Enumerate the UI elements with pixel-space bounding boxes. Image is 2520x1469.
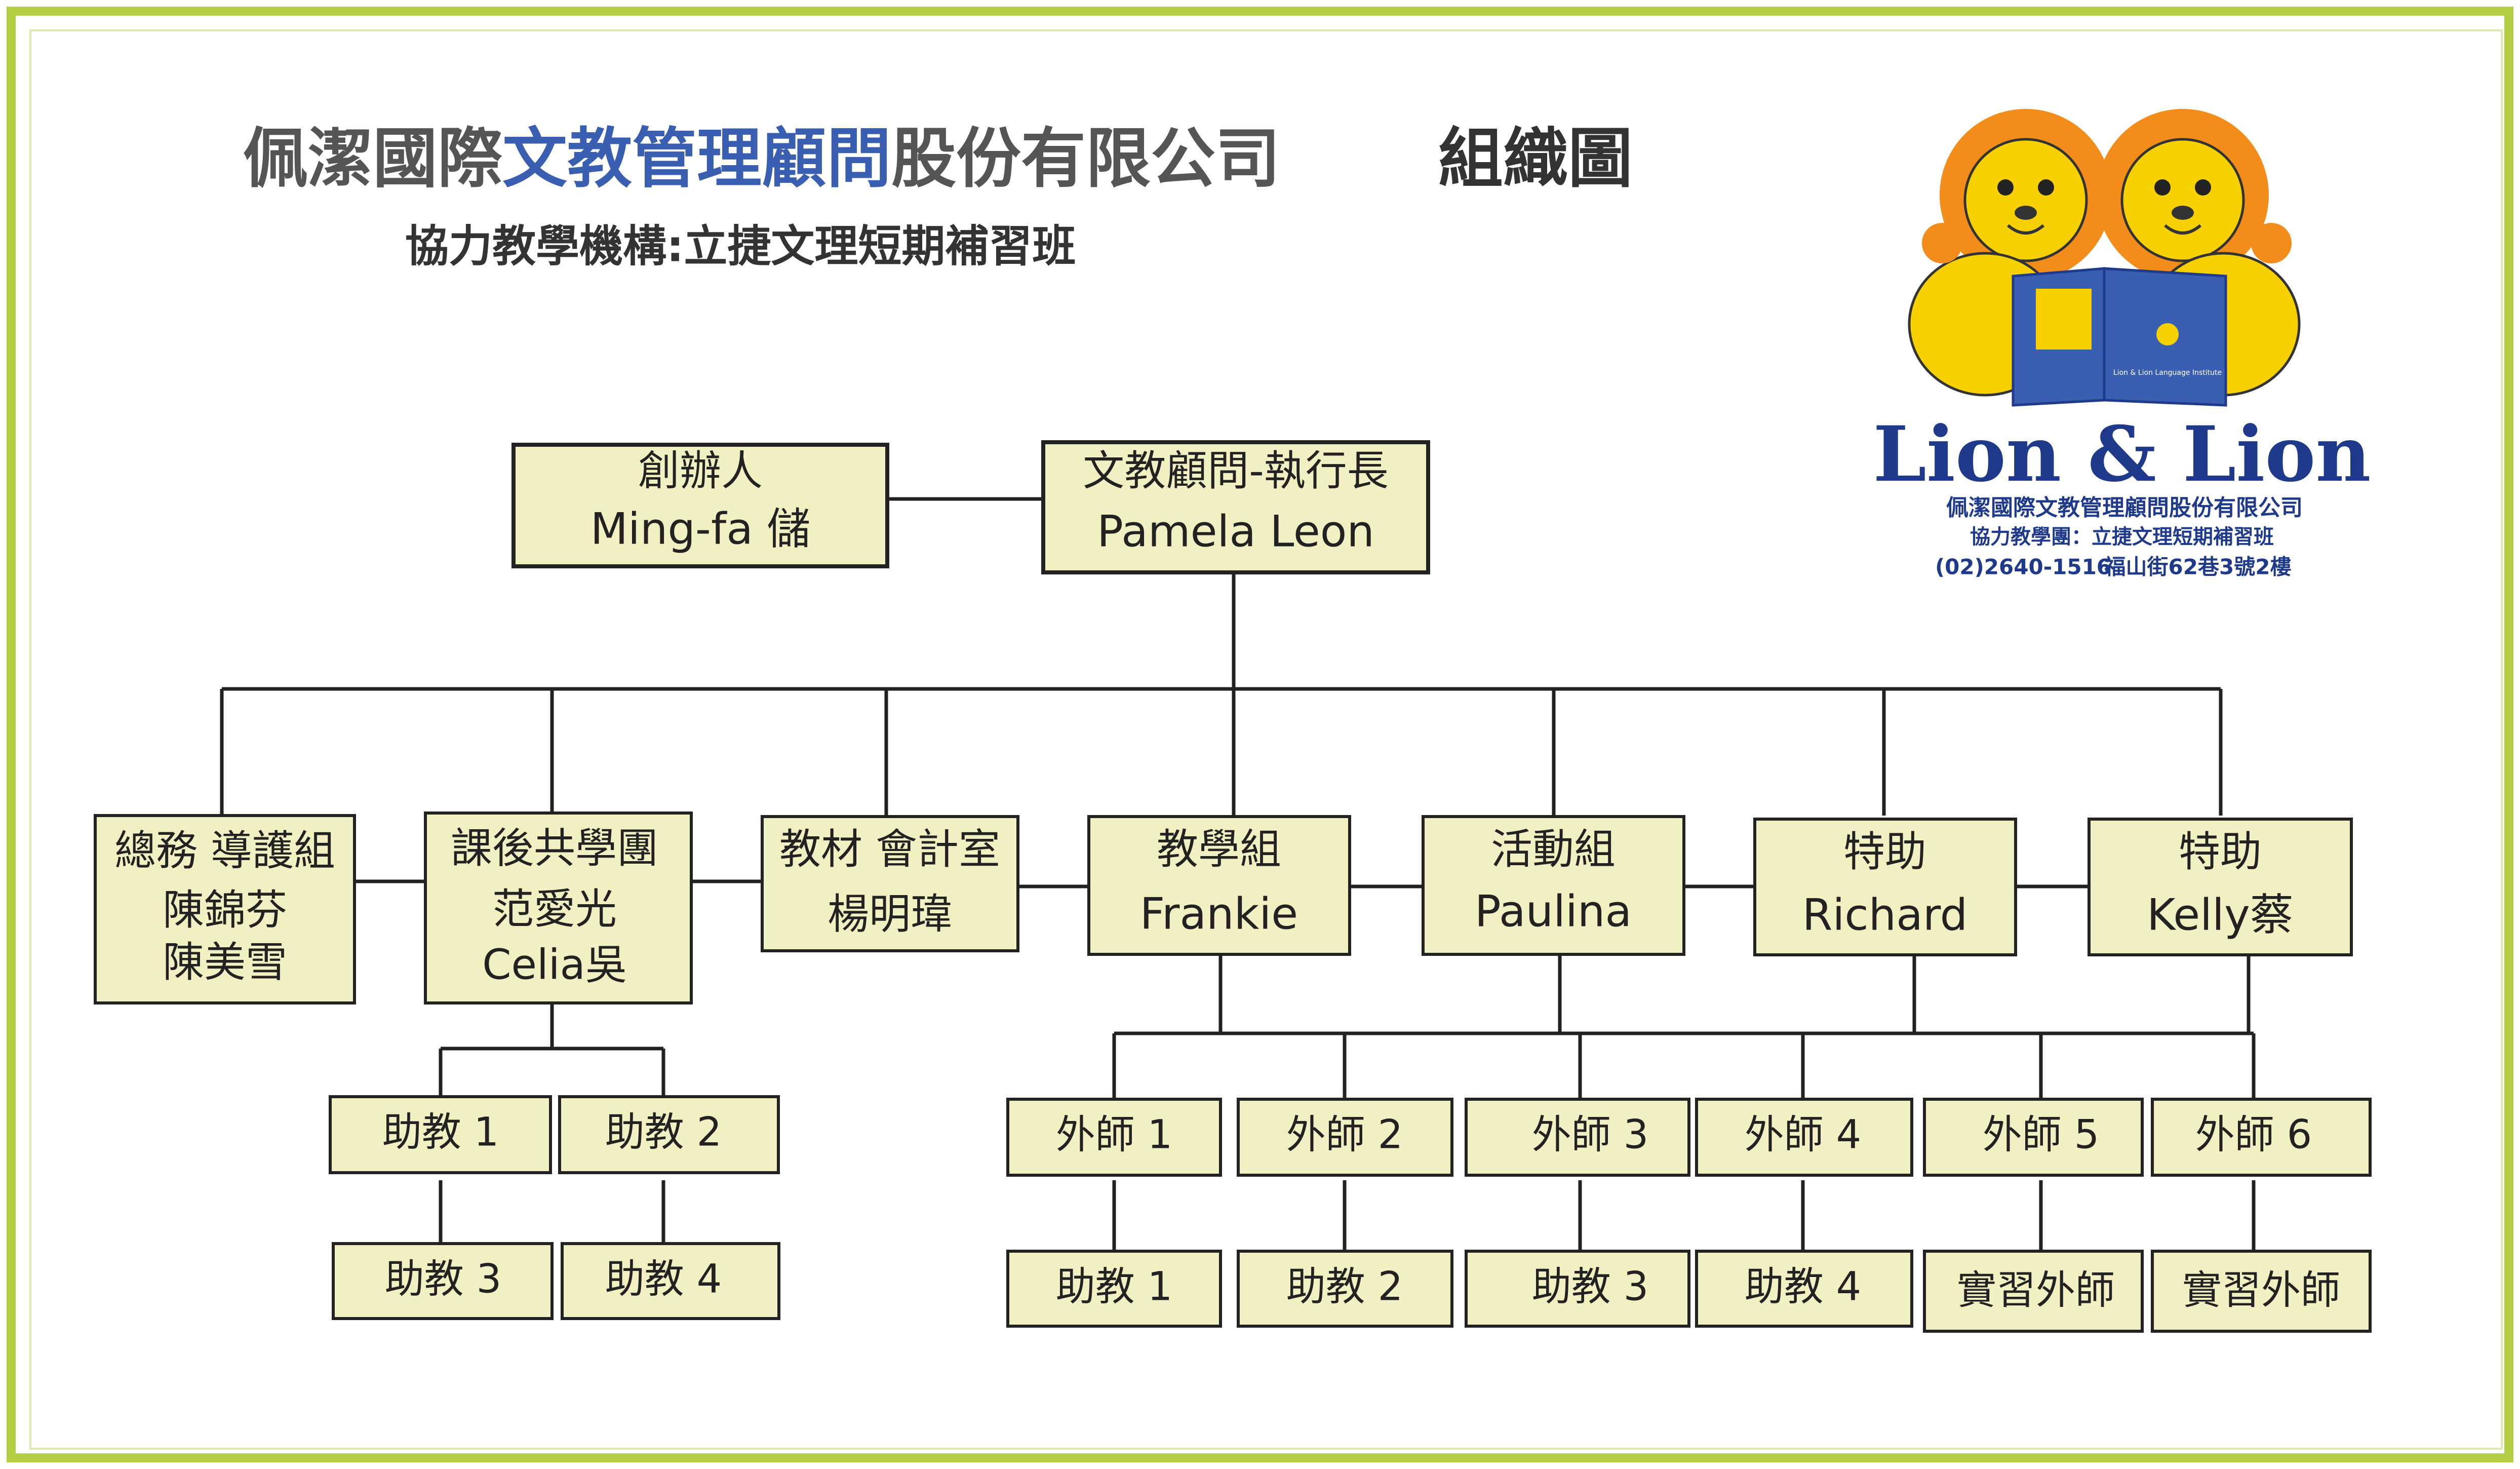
dept-name: Richard bbox=[1802, 890, 1968, 940]
page-title: 佩潔國際文教管理顧問股份有限公司 bbox=[243, 121, 1280, 197]
dept-materials-accounting: 教材 會計室 楊明瑋 bbox=[761, 815, 1019, 952]
page-inner-border bbox=[29, 29, 2503, 1450]
left-lion-icon bbox=[1908, 109, 2112, 397]
dept-role: 特助 bbox=[1843, 828, 1926, 876]
teaching-assistant-3: 助教 3 bbox=[1465, 1250, 1690, 1328]
founder-name: Ming-fa 儲 bbox=[590, 504, 811, 554]
assistant-label: 助教 2 bbox=[605, 1109, 722, 1155]
lion-logo: Lion & Lion Language Institute Lion & Li… bbox=[1873, 109, 2371, 579]
foreign-teacher-4: 外師 4 bbox=[1695, 1098, 1913, 1177]
book-caption: Lion & Lion Language Institute bbox=[2113, 369, 2222, 377]
title-part-2: 文教管理顧問 bbox=[502, 121, 891, 197]
dept-name: 陳錦芬 bbox=[163, 886, 287, 934]
dept-role: 教材 會計室 bbox=[779, 825, 1000, 873]
dept-name-2: 陳美雪 bbox=[163, 938, 287, 986]
title-org-chart: 組織圖 bbox=[1438, 121, 1633, 197]
dept-special-assistant-richard: 特助 Richard bbox=[1753, 818, 2017, 956]
assistant-label: 助教 1 bbox=[1056, 1264, 1172, 1309]
title-part-1: 佩潔國際 bbox=[243, 121, 502, 197]
dept-name: Kelly蔡 bbox=[2147, 890, 2294, 940]
foreign-teacher-1: 外師 1 bbox=[1006, 1098, 1222, 1177]
intern-label: 實習外師 bbox=[2182, 1267, 2340, 1313]
dept-name: Paulina bbox=[1475, 886, 1632, 937]
afterschool-assistant-1: 助教 1 bbox=[329, 1095, 552, 1174]
foreign-teacher-5: 外師 5 bbox=[1923, 1098, 2144, 1177]
teaching-assistant-1: 助教 1 bbox=[1006, 1250, 1222, 1328]
ceo-box: 文教顧問-執行長 Pamela Leon bbox=[1041, 440, 1430, 574]
teacher-label: 外師 1 bbox=[1056, 1112, 1172, 1157]
page-subtitle: 協力教學機構:立捷文理短期補習班 bbox=[405, 221, 1076, 272]
assistant-label: 助教 2 bbox=[1286, 1264, 1403, 1309]
founder-role: 創辦人 bbox=[638, 447, 763, 495]
logo-team-name: 協力教學團：立捷文理短期補習班 bbox=[1970, 525, 2274, 549]
dept-name: Frankie bbox=[1140, 888, 1298, 939]
dept-activities: 活動組 Paulina bbox=[1422, 815, 1685, 956]
title-part-3: 股份有限公司 bbox=[891, 121, 1280, 197]
assistant-label: 助教 3 bbox=[1532, 1264, 1648, 1309]
dept-teaching: 教學組 Frankie bbox=[1087, 815, 1351, 956]
dept-name: 楊明瑋 bbox=[828, 890, 952, 938]
founder-box: 創辦人 Ming-fa 儲 bbox=[511, 443, 889, 568]
dept-role: 活動組 bbox=[1491, 825, 1616, 873]
left-paw-icon bbox=[1922, 223, 1962, 263]
teacher-label: 外師 4 bbox=[1745, 1112, 1861, 1157]
logo-phone: (02)2640-1516 bbox=[1935, 555, 2111, 579]
afterschool-assistant-3: 助教 3 bbox=[332, 1242, 554, 1320]
assistant-label: 助教 1 bbox=[382, 1109, 499, 1155]
ceo-role: 文教顧問-執行長 bbox=[1083, 447, 1389, 495]
dept-afterschool: 課後共學團 范愛光 Celia吳 bbox=[424, 811, 693, 1004]
dept-name-2: Celia吳 bbox=[482, 941, 627, 989]
logo-company-name: 佩潔國際文教管理顧問股份有限公司 bbox=[1946, 495, 2303, 521]
assistant-label: 助教 3 bbox=[385, 1256, 501, 1302]
intern-foreign-teacher-1: 實習外師 bbox=[1923, 1250, 2144, 1333]
dept-role: 教學組 bbox=[1157, 825, 1281, 873]
dept-role: 課後共學團 bbox=[451, 824, 658, 872]
logo-address: 福山街62巷3號2樓 bbox=[2104, 555, 2292, 579]
dept-special-assistant-kelly: 特助 Kelly蔡 bbox=[2088, 818, 2353, 956]
right-paw-icon bbox=[2251, 223, 2292, 263]
teacher-label: 外師 6 bbox=[2195, 1112, 2312, 1157]
afterschool-assistant-4: 助教 4 bbox=[561, 1242, 780, 1320]
connector-lines bbox=[220, 497, 2256, 1251]
teaching-assistant-4: 助教 4 bbox=[1695, 1250, 1913, 1328]
teacher-label: 外師 3 bbox=[1532, 1112, 1648, 1157]
foreign-teacher-6: 外師 6 bbox=[2151, 1098, 2372, 1177]
assistant-label: 助教 4 bbox=[605, 1256, 722, 1302]
open-book-icon: Lion & Lion Language Institute bbox=[2012, 267, 2227, 407]
dept-name: 范愛光 bbox=[492, 885, 617, 933]
dept-role: 特助 bbox=[2179, 828, 2262, 876]
dept-general-affairs: 總務 導護組 陳錦芬 陳美雪 bbox=[94, 814, 356, 1004]
teaching-assistant-2: 助教 2 bbox=[1237, 1250, 1453, 1328]
teacher-label: 外師 2 bbox=[1286, 1112, 1403, 1157]
ceo-name: Pamela Leon bbox=[1097, 506, 1374, 557]
foreign-teacher-2: 外師 2 bbox=[1237, 1098, 1453, 1177]
intern-foreign-teacher-2: 實習外師 bbox=[2151, 1250, 2372, 1333]
afterschool-assistant-2: 助教 2 bbox=[558, 1095, 780, 1174]
teacher-label: 外師 5 bbox=[1983, 1112, 2099, 1157]
assistant-label: 助教 4 bbox=[1745, 1264, 1861, 1309]
logo-brand-name: Lion & Lion bbox=[1873, 410, 2371, 499]
foreign-teacher-3: 外師 3 bbox=[1465, 1098, 1690, 1177]
page-border bbox=[7, 7, 2513, 1462]
intern-label: 實習外師 bbox=[1957, 1267, 2115, 1313]
dept-role: 總務 導護組 bbox=[114, 827, 335, 875]
